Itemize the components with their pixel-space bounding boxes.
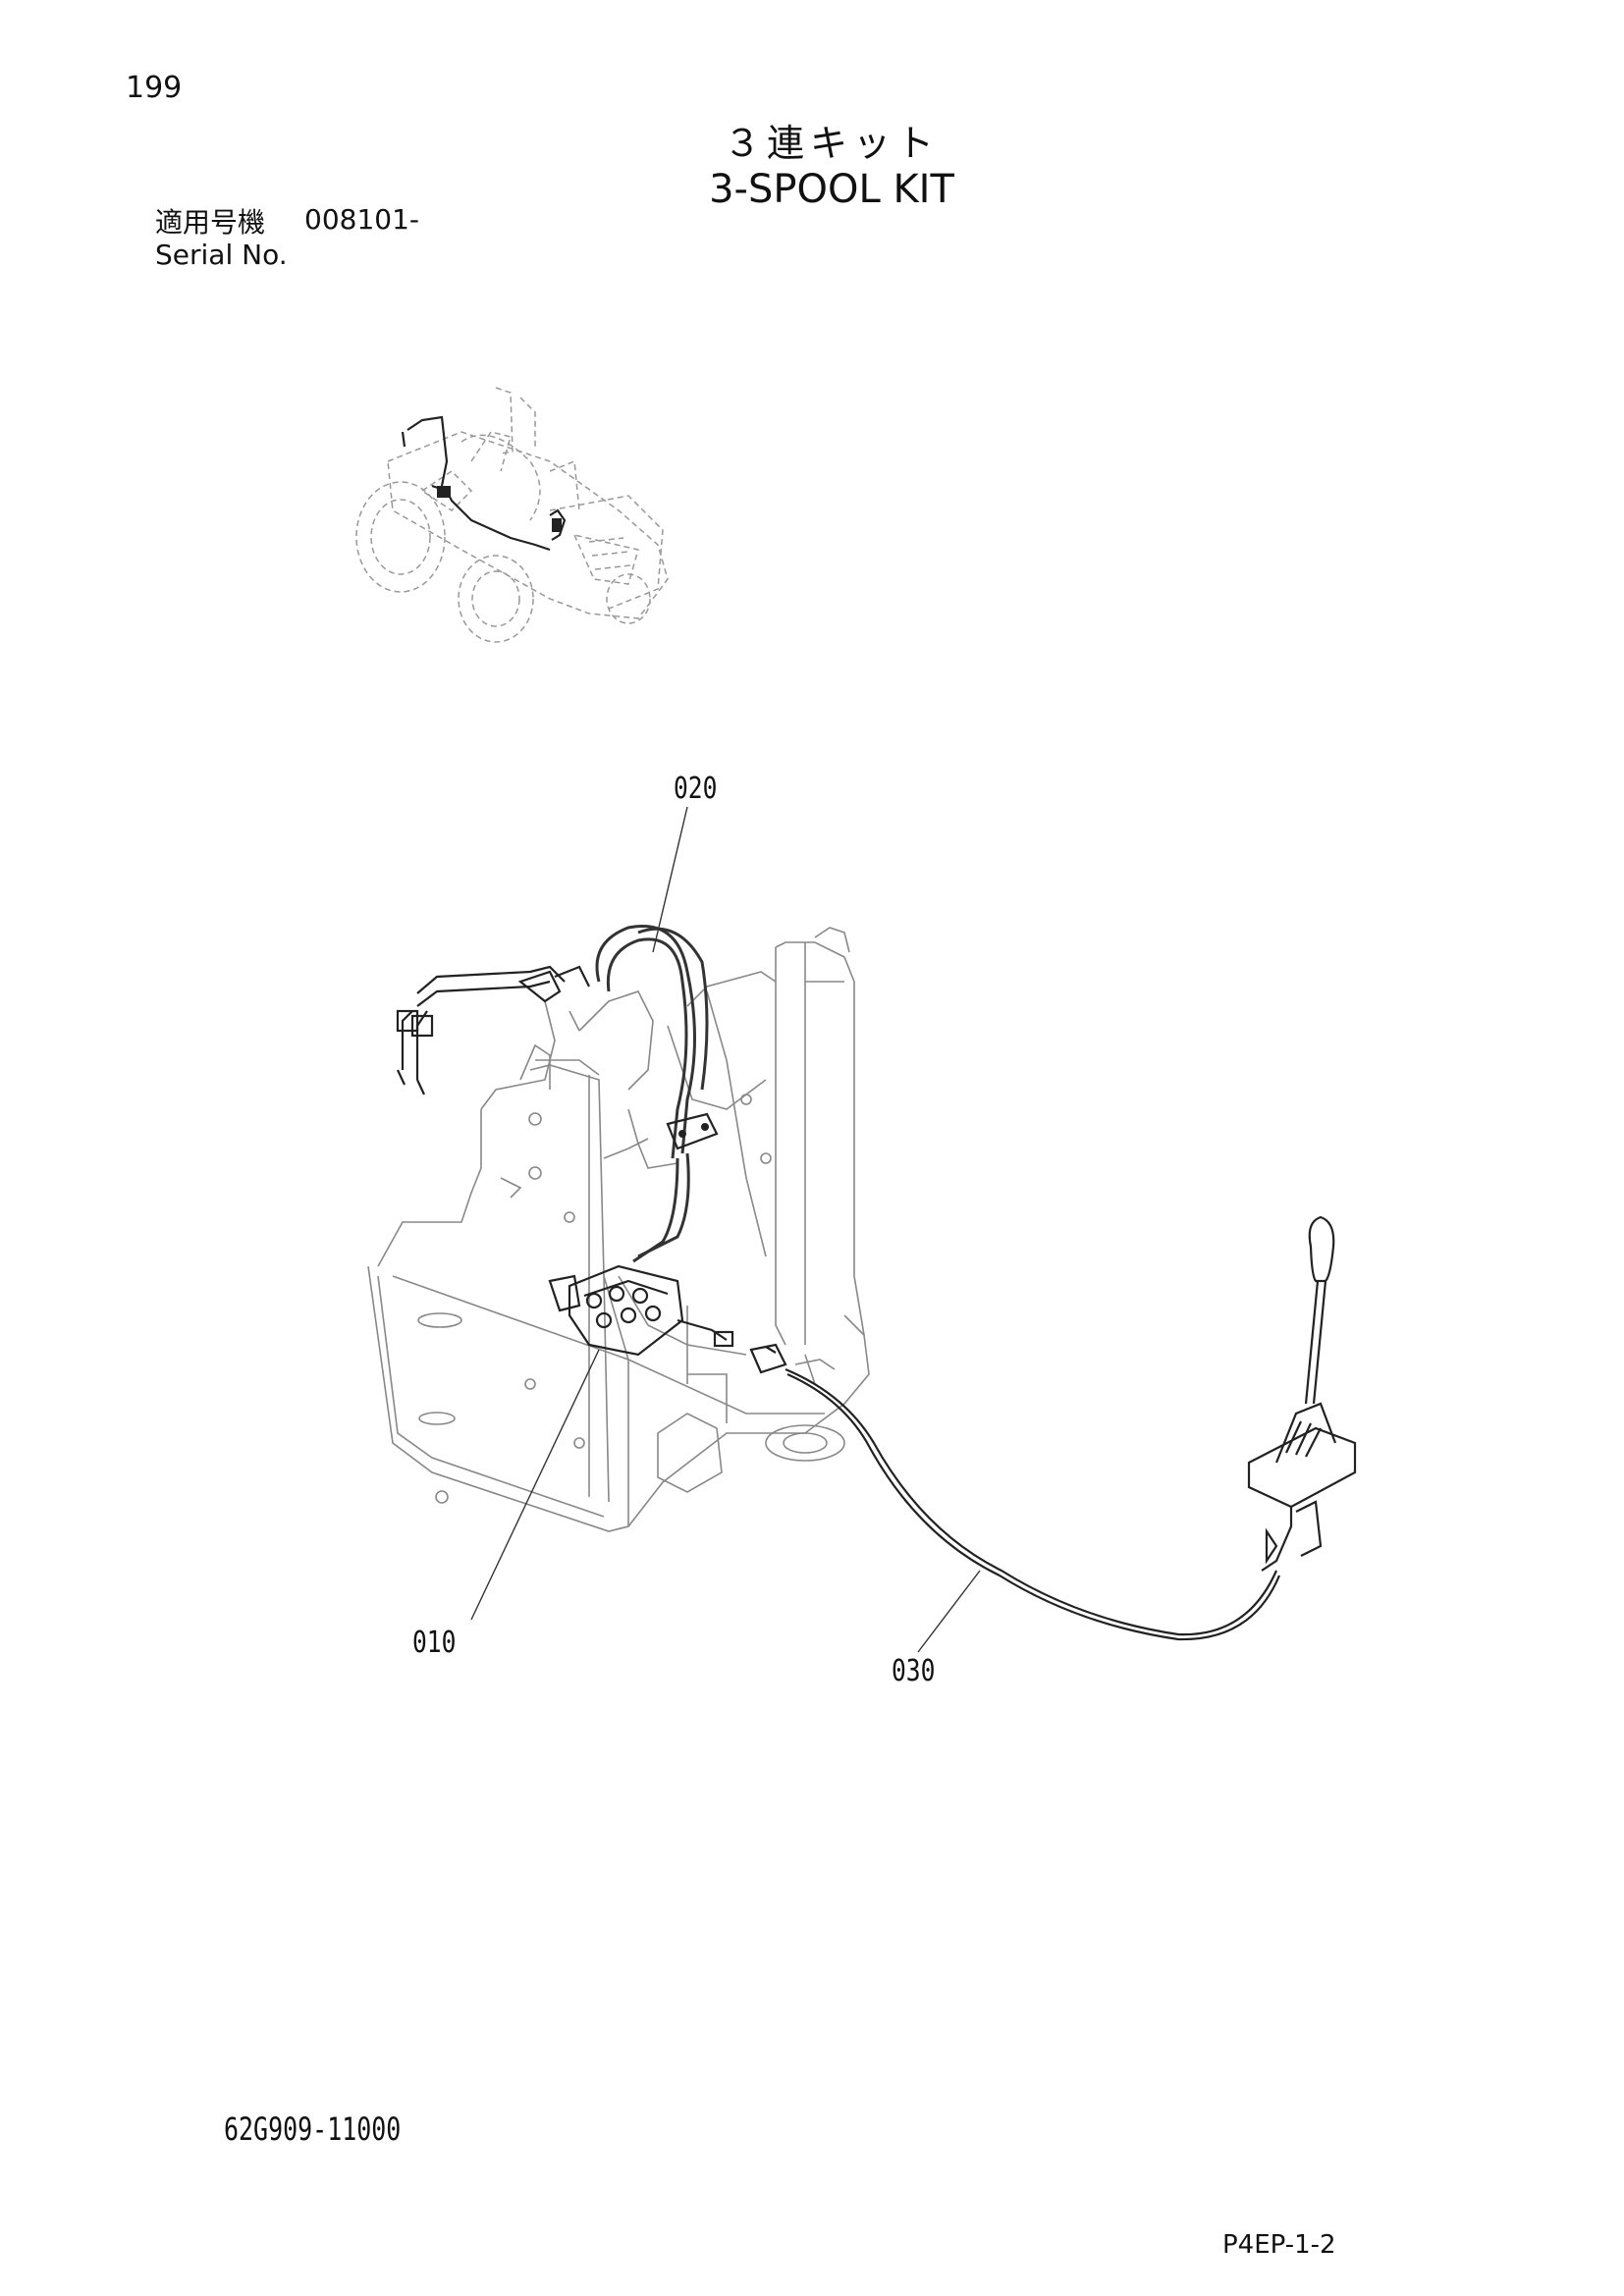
callout-030: 030 bbox=[892, 1654, 936, 1688]
tractor-overview-illustration bbox=[355, 387, 669, 643]
part-number: 62G909-11000 bbox=[224, 2110, 402, 2148]
serial-value: 008101- bbox=[304, 203, 419, 236]
title-japanese: ３連キット bbox=[723, 122, 940, 165]
serial-label-japanese: 適用号機 bbox=[155, 206, 266, 239]
page-number: 199 bbox=[126, 71, 183, 105]
valve-block bbox=[548, 1264, 734, 1357]
serial-label-english: Serial No. bbox=[155, 239, 288, 271]
title-english: 3-SPOOL KIT bbox=[709, 167, 954, 212]
callout-010: 010 bbox=[412, 1626, 457, 1660]
page-code: P4EP-1-2 bbox=[1222, 2230, 1336, 2260]
main-assembly-illustration bbox=[367, 806, 1357, 1653]
callout-020: 020 bbox=[674, 772, 718, 806]
control-lever bbox=[1247, 1215, 1357, 1572]
